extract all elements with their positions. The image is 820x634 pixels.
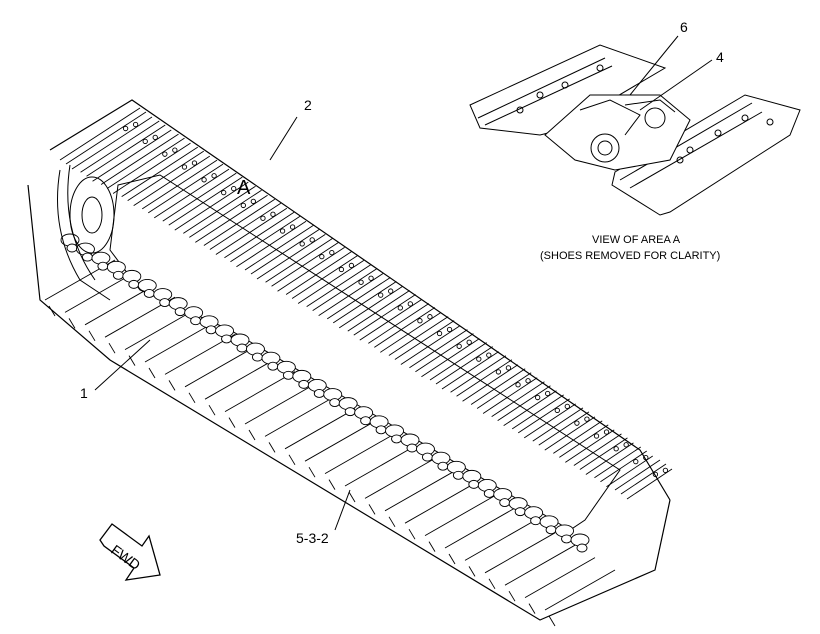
- callout-6: 6: [680, 19, 688, 35]
- track-shoe: [573, 433, 634, 475]
- track-shoe: [347, 290, 422, 341]
- track-shoe: [121, 146, 211, 207]
- track-shoe-grouser: [244, 383, 316, 441]
- track-shoe-grouser: [344, 445, 416, 503]
- chain-link: [446, 460, 466, 480]
- track-shoe-grouser: [84, 284, 156, 342]
- track-shoe-grouser: [304, 420, 376, 478]
- track-shoe-grouser: [464, 520, 536, 577]
- track-shoe: [285, 251, 365, 304]
- track-shoe: [326, 277, 403, 329]
- chain-link: [261, 351, 281, 371]
- caption-line-1: VIEW OF AREA A: [592, 234, 681, 246]
- chain-link: [323, 388, 343, 407]
- track-shoe-grouser: [124, 309, 196, 366]
- chain-link: [354, 406, 374, 426]
- track-shoe: [141, 159, 230, 219]
- chain-link: [230, 333, 250, 353]
- track-inner-opening: [109, 174, 621, 531]
- track-shoe-grouser: [484, 532, 556, 590]
- track-shoe-grouser: [284, 408, 356, 466]
- chain-link: [477, 479, 497, 498]
- track-shoe: [409, 329, 480, 378]
- track-shoe-grouser: [264, 396, 336, 453]
- caption-line-2: (SHOES REMOVED FOR CLARITY): [540, 250, 720, 262]
- chain-link: [276, 360, 296, 380]
- callout-1: 1: [80, 385, 88, 401]
- chain-link: [570, 533, 590, 553]
- chain-link: [137, 279, 157, 298]
- chain-link: [292, 369, 312, 389]
- track-shoe: [614, 459, 673, 500]
- track-shoe-grouser: [384, 470, 456, 528]
- track-shoe: [511, 394, 576, 439]
- track-shoe-grouser: [424, 495, 496, 552]
- chain-link: [400, 433, 420, 453]
- forward-arrow-icon: FWD: [99, 523, 161, 581]
- chain-link: [369, 415, 389, 435]
- callout-2: 2: [304, 97, 312, 113]
- track-shoe: [59, 107, 153, 170]
- inset-view-area-a: [469, 44, 801, 216]
- chain-link: [122, 269, 142, 289]
- track-shoe-grouser: [504, 544, 576, 602]
- track-shoe: [265, 237, 345, 292]
- track-shoe-grouser: [144, 321, 216, 379]
- chain-link: [199, 315, 219, 335]
- track-shoe-grouser: [184, 346, 256, 404]
- chain-link: [168, 297, 188, 317]
- track-shoe: [429, 342, 499, 390]
- track-shoe: [80, 120, 172, 182]
- chain-link: [307, 379, 327, 398]
- track-shoe: [450, 355, 519, 402]
- chain-link: [76, 242, 95, 262]
- callout-4: 4: [716, 49, 724, 65]
- track-shoe: [100, 133, 191, 194]
- track-shoe-grouser: [444, 507, 516, 565]
- track-shoe: [203, 198, 288, 255]
- track-shoe: [368, 303, 442, 353]
- area-a-marker: A: [237, 177, 251, 199]
- track-shoe: [162, 172, 249, 231]
- chain-link: [91, 251, 111, 271]
- track-shoe-grouser: [324, 433, 396, 490]
- track-shoe-grouser: [204, 358, 276, 416]
- track-shoe-grouser: [404, 482, 476, 540]
- track-chain-links: [60, 233, 590, 553]
- track-shoe: [224, 211, 307, 268]
- bottom-track-shoes: [44, 259, 616, 627]
- track-shoe-grouser: [364, 458, 436, 515]
- chain-link: [385, 424, 404, 444]
- track-shoe-grouser: [544, 569, 616, 627]
- callout-5-3-2: 5-3-2: [296, 530, 329, 546]
- track-shoe: [388, 316, 461, 365]
- chain-link: [338, 397, 358, 417]
- chain-link: [462, 469, 482, 489]
- chain-link: [106, 260, 126, 280]
- track-shoe: [306, 264, 384, 317]
- chain-link: [416, 442, 435, 462]
- track-shoe-grouser: [64, 272, 136, 329]
- top-track-shoes: [59, 107, 673, 500]
- leader-lines: [94, 35, 713, 531]
- chain-link: [246, 342, 265, 362]
- track-shoe-grouser: [524, 557, 596, 614]
- track-shoe: [183, 185, 268, 243]
- idler-end: [57, 164, 115, 301]
- chain-link: [431, 451, 451, 471]
- track-shoe: [244, 224, 326, 280]
- track-shoe: [594, 446, 653, 488]
- track-shoe: [470, 368, 538, 414]
- track-shoe: [491, 381, 557, 427]
- track-shoe-grouser: [224, 371, 296, 428]
- chain-link: [153, 288, 173, 307]
- track-shoe: [553, 420, 615, 463]
- track-shoe: [532, 407, 596, 451]
